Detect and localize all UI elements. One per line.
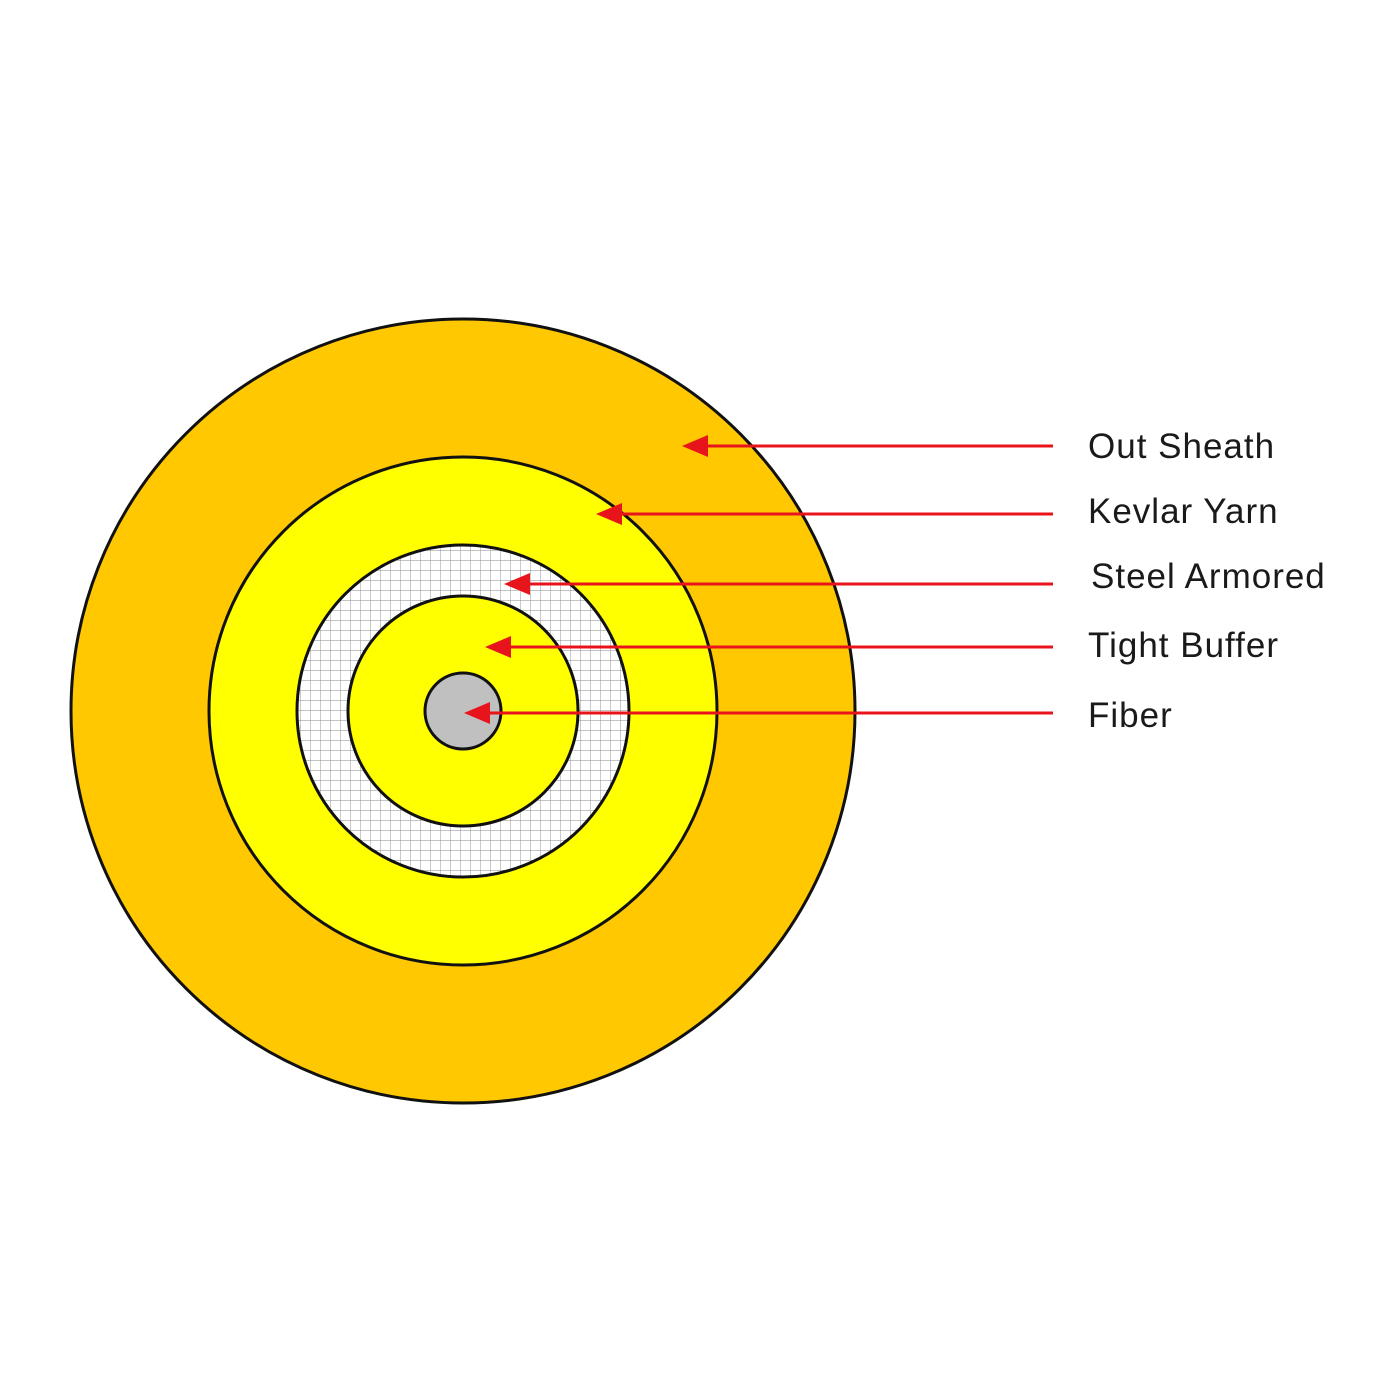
arrow-steel-armored [504, 573, 1053, 595]
label-steel-armored: Steel Armored [1091, 557, 1326, 596]
arrow-kevlar-yarn [596, 503, 1053, 525]
arrow-tight-buffer [485, 636, 1053, 658]
label-kevlar-yarn: Kevlar Yarn [1088, 492, 1279, 531]
fiber-core [423, 671, 503, 751]
label-out-sheath: Out Sheath [1088, 427, 1275, 466]
arrow-fiber [464, 702, 1053, 724]
label-tight-buffer: Tight Buffer [1088, 626, 1279, 665]
arrow-out-sheath [682, 435, 1053, 457]
label-fiber: Fiber [1088, 696, 1173, 735]
